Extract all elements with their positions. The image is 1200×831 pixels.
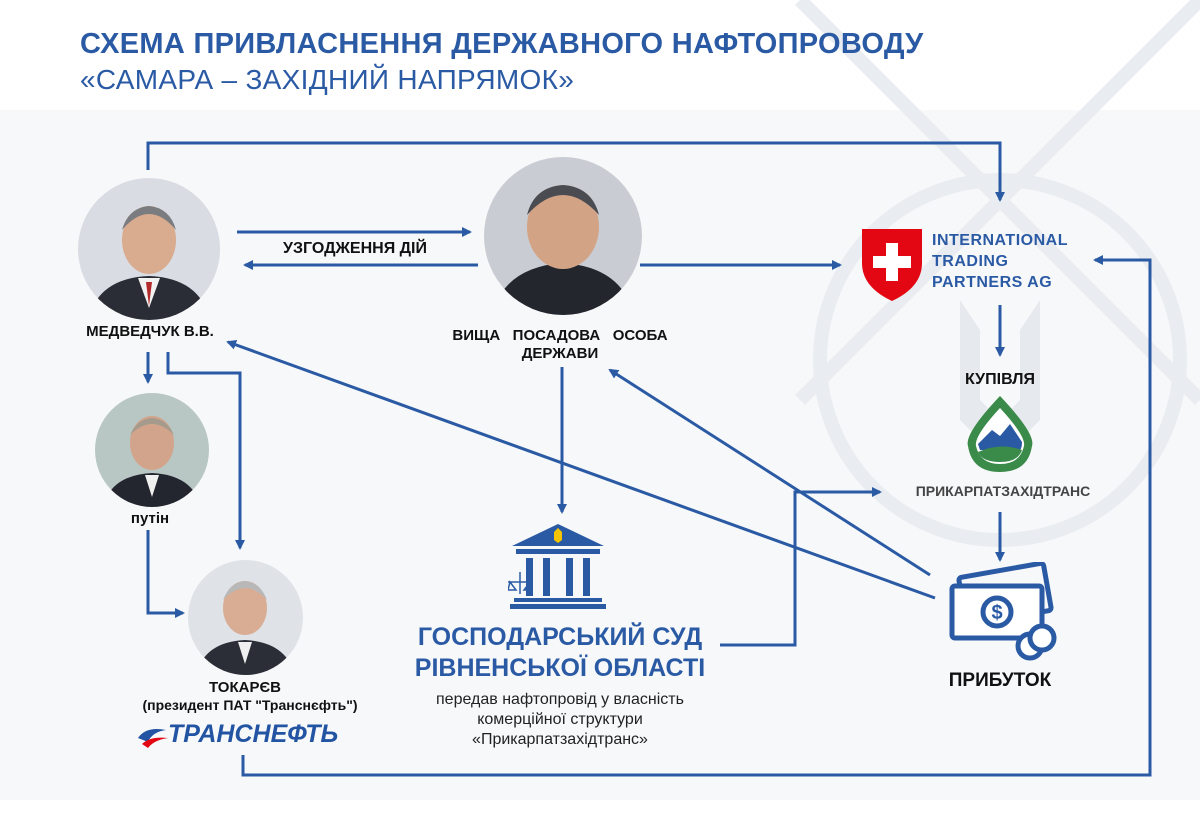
tokarev-name: ТОКАРЄВ (209, 679, 281, 696)
svg-text:$: $ (991, 602, 1002, 624)
court-note-line2: комерційної структури (477, 711, 643, 728)
official-label-line2: ДЕРЖАВИ (521, 345, 599, 362)
court-title-line1: ГОСПОДАРСЬКИЙ СУД (417, 623, 703, 651)
tokarev-role: (президент ПАТ "Транснєфть") (142, 697, 358, 713)
purchase-label: КУПІВЛЯ (965, 371, 1035, 388)
swiss-shield-icon (862, 229, 922, 301)
profit-label: ПРИБУТОК (948, 670, 1052, 691)
tokarev-photo (188, 560, 303, 675)
court-building-icon (508, 524, 606, 609)
itp-line2: TRADING (932, 253, 1009, 270)
prykarpat-drop-icon (967, 396, 1033, 472)
transneft-swoosh-icon (138, 729, 168, 748)
court-note-line3: «Прикарпатзахідтранс» (472, 731, 648, 748)
itp-line1: INTERNATIONAL (932, 232, 1068, 249)
page-title: СХЕМА ПРИВЛАСНЕННЯ ДЕРЖАВНОГО НАФТОПРОВО… (80, 28, 924, 60)
putin-label: путін (130, 510, 170, 527)
court-title-line2: РІВНЕНСЬКОЇ ОБЛАСТІ (414, 654, 706, 682)
prykarpat-label: ПРИКАРПАТЗАХІДТРАНС (915, 483, 1091, 499)
medvedchuk-label: МЕДВЕДЧУК В.В. (86, 323, 214, 340)
coordination-label: УЗГОДЖЕННЯ ДІЙ (283, 240, 427, 257)
official-label-line1: ВИЩА ПОСАДОВА ОСОБА (452, 327, 668, 344)
money-icon: $ (949, 562, 1057, 661)
itp-line3: PARTNERS AG (932, 274, 1053, 291)
page-subtitle: «САМАРА – ЗАХІДНИЙ НАПРЯМОК» (80, 64, 575, 95)
putin-photo (95, 393, 209, 507)
transneft-logo: ТРАНСНЕФТЬ (168, 720, 339, 748)
official-photo (484, 157, 642, 315)
court-note-line1: передав нафтопровід у власність (436, 691, 684, 708)
medvedchuk-photo (78, 178, 220, 320)
